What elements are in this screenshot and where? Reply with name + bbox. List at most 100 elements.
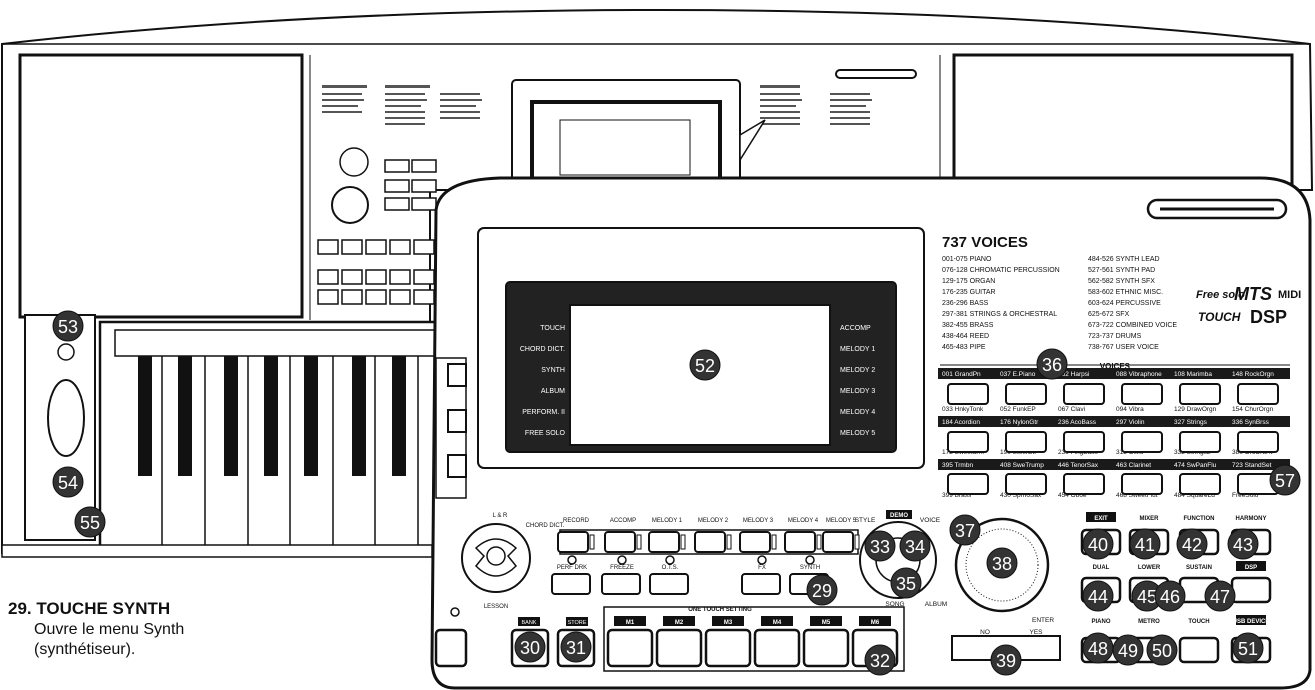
track-button[interactable] [739,531,771,553]
voice-label: FreeSolo [1232,492,1259,499]
control-label: LESSON [484,604,508,610]
voice-category: 438-464 REED [942,333,989,340]
control-label: PIANO [1091,619,1110,625]
voice-category: 176-235 GUITAR [942,289,996,296]
voice-button[interactable] [1063,431,1105,453]
callout-49: 49 [1112,634,1144,666]
function-button[interactable] [551,573,591,595]
function-button[interactable] [741,573,781,595]
voice-button[interactable] [1179,383,1221,405]
control-label: PERF DRK [557,565,587,571]
voice-button[interactable] [1121,473,1163,495]
panel-button[interactable] [1178,636,1220,664]
control-label: TOUCH [1188,619,1209,625]
keyboard-body [0,8,1314,558]
callout-number: 31 [566,638,586,658]
voice-button[interactable] [1063,383,1105,405]
control-label: LOWER [1138,565,1161,571]
caption-description: Ouvre le menu Synth (synthétiseur). [8,620,308,660]
control-label: HARMONY [1236,516,1267,522]
memory-button[interactable] [753,628,801,668]
control-label: VOICE [920,517,941,524]
callout-number: 40 [1088,535,1108,555]
control-label: RECORD [563,518,590,524]
panel-button[interactable] [1230,576,1272,604]
voice-category: 673-722 COMBINED VOICE [1088,322,1177,329]
control-label: CHORD DICT. [526,523,565,529]
voice-label: 723 StandSet [1232,462,1272,469]
voice-category: 738-767 USER VOICE [1088,344,1159,351]
memory-button[interactable] [802,628,850,668]
voice-button[interactable] [947,431,989,453]
track-button[interactable] [604,531,636,553]
voice-label: 088 Vibraphone [1116,371,1162,378]
callout-number: 35 [896,574,916,594]
voice-label: 184 Acordion [942,419,980,426]
voice-button[interactable] [947,383,989,405]
display-label-left: FREE SOLO [525,430,566,437]
voice-label: 463 Clarinet [1116,462,1151,469]
function-button[interactable] [601,573,641,595]
voice-label: 176 NylonGtr [1000,419,1039,426]
display-label-right: ACCOMP [840,325,871,332]
callout-number: 34 [905,537,925,557]
voice-button[interactable] [1005,473,1047,495]
voice-button[interactable] [1237,431,1279,453]
voice-button[interactable] [1063,473,1105,495]
voice-button[interactable] [1005,431,1047,453]
voice-button[interactable] [1121,383,1163,405]
control-label: M1 [626,620,635,626]
voice-button[interactable] [1121,431,1163,453]
track-button[interactable] [784,531,816,553]
voice-button[interactable] [947,473,989,495]
control-label: USB DEVICE [1233,619,1270,625]
memory-button[interactable] [704,628,752,668]
callout-number: 57 [1275,471,1295,491]
control-label: MELODY 3 [743,518,774,524]
callout-number: 54 [58,473,78,493]
control-label: ONE TOUCH SETTING [688,607,752,613]
voice-label: 062 Harpsi [1058,371,1089,378]
track-button[interactable] [557,531,589,553]
callout-number: 39 [996,651,1016,671]
memory-button[interactable] [655,628,703,668]
callout-37: 37 [949,514,981,546]
callout-51: 51 [1232,632,1264,664]
memory-button[interactable] [606,628,654,668]
voice-button[interactable] [1237,383,1279,405]
track-button[interactable] [648,531,680,553]
function-button[interactable] [649,573,689,595]
voice-label: 052 FunkEP [1000,406,1036,413]
caption-line-1: Ouvre le menu Synth [34,621,185,638]
midi-logo: MIDI [1278,289,1301,301]
left-speaker [18,53,304,319]
track-button[interactable] [694,531,726,553]
track-button[interactable] [822,531,854,553]
callout-52: 52 [689,349,721,381]
voice-category: 129-175 ORGAN [942,278,995,285]
control-label: M4 [773,620,782,626]
voice-button[interactable] [1179,431,1221,453]
callout-50: 50 [1146,634,1178,666]
callout-number: 45 [1137,587,1157,607]
callout-34: 34 [899,530,931,562]
voice-label: 430 SprnoSax [1000,492,1042,499]
control-label: M6 [871,620,880,626]
callout-46: 46 [1154,580,1186,612]
voice-button[interactable] [1179,473,1221,495]
callout-number: 49 [1118,641,1138,661]
control-label: SYNTH [800,565,820,571]
voice-button[interactable] [1005,383,1047,405]
display-label-left: CHORD DICT. [520,346,565,353]
control-label: M2 [675,620,684,626]
control-label: SUSTAIN [1186,565,1212,571]
callout-number: 53 [58,317,78,337]
voice-category: 723-737 DRUMS [1088,333,1142,340]
voice-label: 408 SweTrump [1000,462,1044,469]
callout-41: 41 [1129,528,1161,560]
